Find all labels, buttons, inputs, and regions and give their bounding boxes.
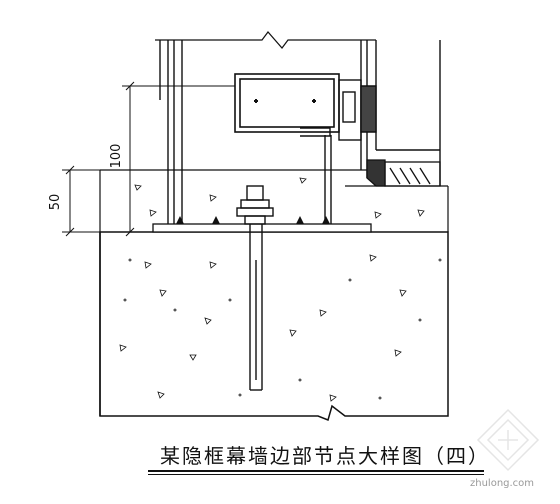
- screed-layer: [99, 169, 449, 232]
- title-underline: [148, 470, 484, 472]
- concrete-base: [99, 231, 449, 422]
- watermark-logo: [476, 408, 540, 472]
- drawing-title: 某隐框幕墙边部节点大样图（四）: [160, 444, 490, 468]
- weld-marks: [176, 216, 330, 224]
- break-line: [155, 31, 376, 49]
- concrete-aggregate: [119, 177, 442, 402]
- dimension-label-50: 50: [48, 193, 63, 211]
- anchor-bolt: [236, 185, 274, 391]
- support-posts: [159, 40, 332, 224]
- steel-tube: [234, 73, 340, 133]
- sill-block: [366, 159, 441, 187]
- watermark-text: zhulong.com: [470, 478, 535, 489]
- title-underline-thin: [148, 474, 484, 475]
- dimension-label-100: 100: [109, 143, 124, 169]
- dimension-lines: [62, 81, 235, 237]
